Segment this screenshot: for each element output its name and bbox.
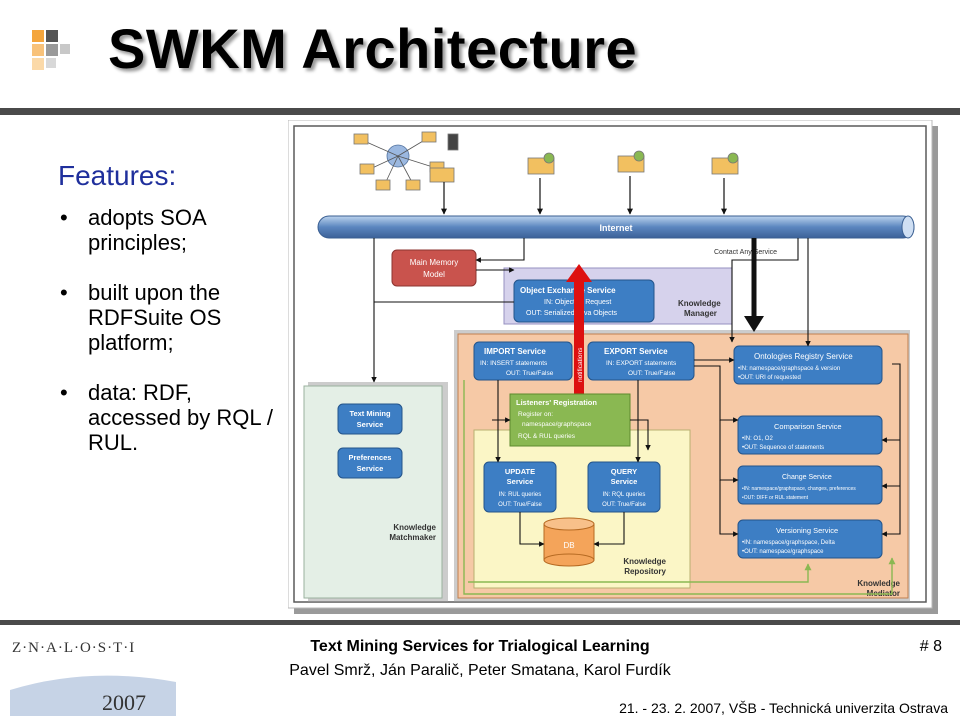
update-service-in: IN: RUL queries bbox=[499, 492, 541, 498]
query-service-title: Service bbox=[611, 477, 638, 486]
feature-item: • built upon the RDFSuite OS platform; bbox=[60, 280, 285, 355]
preferences-service-box bbox=[337, 447, 403, 479]
query-service-in: IN: RQL queries bbox=[603, 492, 646, 498]
listeners-item: RQL & RUL queries bbox=[518, 433, 576, 440]
footer-authors: Pavel Smrž, Ján Paralič, Peter Smatana, … bbox=[289, 662, 671, 679]
versioning-out: •OUT: namespace/graphspace bbox=[742, 549, 824, 555]
knowledge-mediator-label: Knowledge bbox=[857, 579, 900, 588]
feature-item: • data: RDF, accessed by RQL / RUL. bbox=[60, 380, 285, 455]
comparison-service-box bbox=[737, 415, 883, 455]
bullet-icon: • bbox=[60, 380, 68, 405]
import-service-out: OUT: True/False bbox=[506, 370, 554, 377]
feature-item: • adopts SOA principles; bbox=[60, 205, 285, 255]
contact-arrow-icon bbox=[744, 316, 764, 332]
knowledge-manager-label: Knowledge bbox=[678, 299, 721, 308]
change-title: Change Service bbox=[782, 474, 832, 481]
update-service-out: OUT: True/False bbox=[498, 502, 542, 508]
export-service-box bbox=[587, 341, 695, 381]
znalosti-conference-logo: Z·N·A·L·O·S·T·I 2007 bbox=[8, 630, 178, 716]
preferences-service-label: Service bbox=[357, 464, 384, 473]
knowledge-repository-label: Repository bbox=[624, 567, 666, 576]
znalosti-year: 2007 bbox=[102, 690, 146, 715]
znalosti-text: Z·N·A·L·O·S·T·I bbox=[12, 640, 135, 656]
feature-list: • adopts SOA principles; • built upon the … bbox=[60, 205, 285, 480]
update-service-title: Service bbox=[507, 477, 534, 486]
footer-date-place: 21. - 23. 2. 2007, VŠB - Technická unive… bbox=[619, 700, 948, 716]
text-mining-service-label: Text Mining bbox=[349, 409, 391, 418]
database-icon: DB bbox=[543, 517, 595, 567]
knowledge-matchmaker-label: Knowledge bbox=[393, 523, 436, 532]
listeners-item: namespace/graphspace bbox=[522, 421, 592, 428]
knowledge-matchmaker-label: Matchmaker bbox=[389, 533, 436, 542]
footer-title: Text Mining Services for Trialogical Lea… bbox=[310, 638, 650, 655]
export-service-in: IN: EXPORT statements bbox=[606, 360, 677, 367]
comparison-out: •OUT: Sequence of statements bbox=[742, 445, 824, 451]
import-service-title: IMPORT Service bbox=[484, 347, 546, 356]
db-label: DB bbox=[563, 541, 574, 550]
ontologies-registry-out: •OUT: URI of requested bbox=[738, 375, 801, 381]
main-memory-model-label: Model bbox=[423, 270, 445, 279]
comparison-in: •IN: O1, O2 bbox=[742, 436, 773, 442]
versioning-service-box bbox=[737, 519, 883, 559]
user-workstations-icon bbox=[353, 131, 739, 191]
listeners-item: Register on: bbox=[518, 411, 553, 418]
slide-logo-icon bbox=[32, 30, 70, 70]
main-memory-model-box bbox=[391, 249, 477, 287]
page-number: # 8 bbox=[919, 638, 942, 655]
object-exchange-title: Object Exchange Service bbox=[520, 286, 616, 295]
bullet-icon: • bbox=[60, 280, 68, 305]
knowledge-manager-label: Manager bbox=[684, 309, 717, 318]
export-service-out: OUT: True/False bbox=[628, 370, 676, 377]
ontologies-registry-title: Ontologies Registry Service bbox=[754, 352, 853, 361]
footer-divider bbox=[0, 620, 960, 625]
text-mining-service-box bbox=[337, 403, 403, 435]
internet-label: Internet bbox=[599, 223, 632, 233]
text-mining-service-label: Service bbox=[357, 420, 384, 429]
contact-any-service-label: Contact Any Service bbox=[714, 249, 777, 256]
object-exchange-out: OUT: Serialized Java Objects bbox=[526, 310, 618, 317]
feature-text: built upon the RDFSuite OS platform; bbox=[88, 280, 222, 355]
features-heading: Features: bbox=[58, 160, 177, 191]
change-out: •OUT: DIFF or RUL statement bbox=[742, 495, 809, 501]
listeners-registration-box bbox=[509, 393, 631, 447]
comparison-title: Comparison Service bbox=[774, 422, 842, 431]
knowledge-repository-label: Knowledge bbox=[623, 557, 666, 566]
notifications-label: notifications bbox=[577, 347, 584, 382]
feature-text: data: RDF, accessed by RQL / RUL. bbox=[88, 380, 274, 455]
ontologies-registry-in: •IN: namespace/graphspace & version bbox=[738, 366, 840, 372]
listeners-title: Listeners' Registration bbox=[516, 398, 597, 407]
slide-title: SWKM Architecture bbox=[108, 17, 638, 80]
versioning-in: •IN: namespace/graphspace, Delta bbox=[742, 540, 835, 546]
feature-text: adopts SOA principles; bbox=[88, 205, 206, 255]
main-memory-model-label: Main Memory bbox=[410, 258, 458, 267]
query-service-title: QUERY bbox=[611, 467, 637, 476]
export-service-title: EXPORT Service bbox=[604, 347, 668, 356]
architecture-diagram: Internet Contact Any Service Knowledge M… bbox=[288, 120, 938, 614]
preferences-service-label: Preferences bbox=[349, 453, 392, 462]
change-in: •IN: namespace/graphspace, changes, pref… bbox=[742, 486, 856, 492]
bullet-icon: • bbox=[60, 205, 68, 230]
title-divider bbox=[0, 108, 960, 115]
notifications-arrow: notifications bbox=[566, 264, 592, 410]
update-service-title: UPDATE bbox=[505, 467, 535, 476]
query-service-out: OUT: True/False bbox=[602, 502, 646, 508]
import-service-in: IN: INSERT statements bbox=[480, 360, 548, 367]
versioning-title: Versioning Service bbox=[776, 526, 838, 535]
import-service-box bbox=[473, 341, 573, 381]
